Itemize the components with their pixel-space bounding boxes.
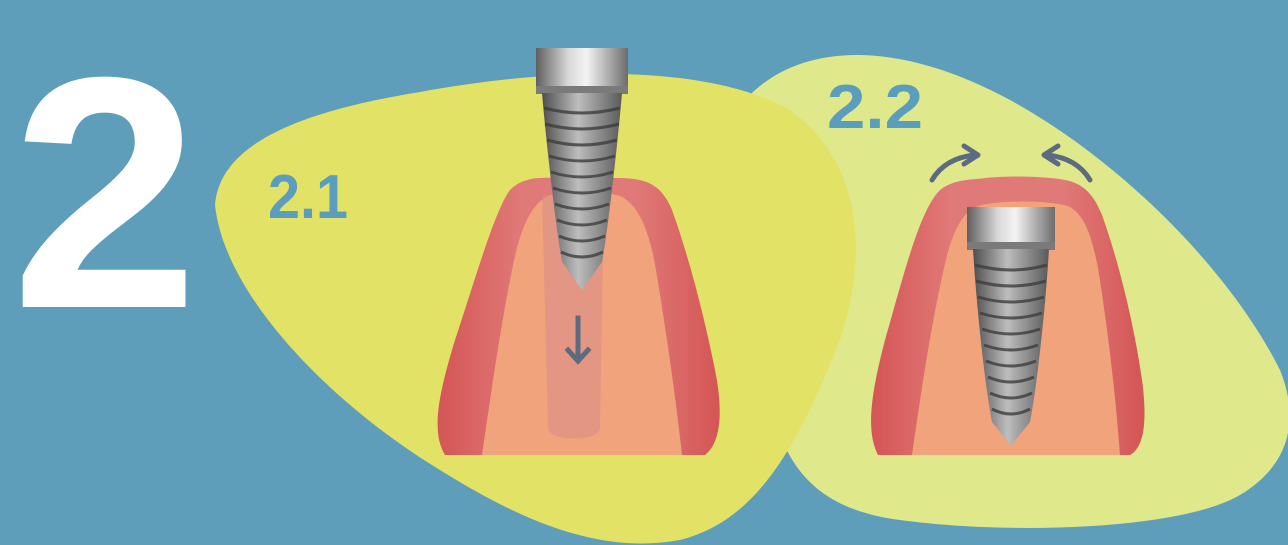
implant-head xyxy=(536,48,628,92)
implant-head xyxy=(967,207,1055,247)
step-1-label: 2.1 xyxy=(268,163,348,232)
step-2-label: 2.2 xyxy=(827,73,923,142)
step-number: 2 xyxy=(11,8,199,377)
